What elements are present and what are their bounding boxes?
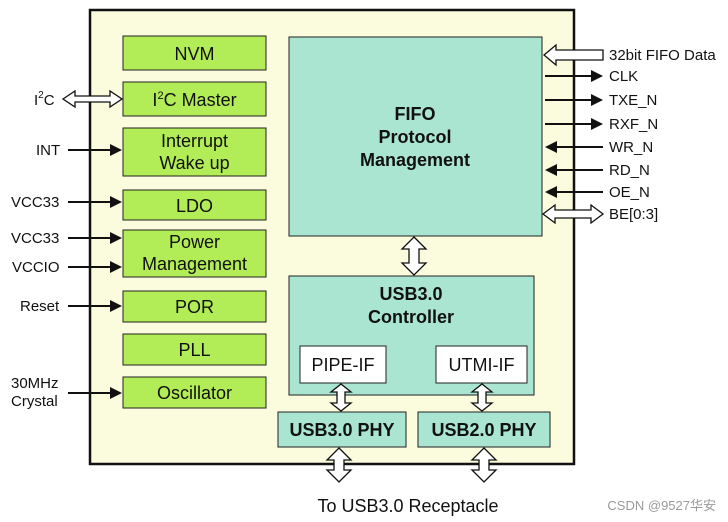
usb2-phy-block [417, 411, 551, 448]
fifo-label-line3: Management [360, 150, 470, 170]
usb3-phy-label: USB3.0 PHY [289, 420, 394, 440]
crystal-pin-label-line2: Crystal [11, 393, 58, 410]
oscillator-block [122, 376, 267, 409]
utmi-phy-arrow [470, 383, 494, 412]
nvm-label: NVM [175, 44, 215, 64]
be-double-arrow [541, 203, 605, 225]
fifo-label-line2: Protocol [378, 127, 451, 147]
i2c-master-label: I2C Master [152, 90, 236, 110]
interrupt-label-line2: Wake up [159, 153, 229, 173]
ldo-label: LDO [176, 196, 213, 216]
por-label: POR [175, 297, 214, 317]
rd-arrow-head [545, 164, 557, 176]
clk-pin-label: CLK [609, 68, 638, 85]
fifo-data-in-arrow [542, 43, 604, 67]
usb3-phy-block [277, 411, 407, 448]
vcc33-pm-arrow-head [110, 232, 122, 244]
vcc33-ldo-arrow-head [110, 196, 122, 208]
pipe-phy-arrow [329, 383, 353, 412]
receptacle-label: To USB3.0 Receptacle [317, 496, 498, 516]
txe-pin-label: TXE_N [609, 92, 657, 109]
crystal-pin-label-line1: 30MHz [11, 375, 59, 392]
vcc33-ldo-pin-label: VCC33 [11, 194, 59, 211]
fifo-controller-arrow [400, 236, 428, 276]
pipe-if-block [299, 345, 387, 384]
vccio-arrow-head [110, 261, 122, 273]
rxf-arrow-head [591, 118, 603, 130]
oe-arrow-head [545, 186, 557, 198]
usb2-phy-receptacle-arrow [470, 447, 498, 483]
interrupt-block [122, 127, 267, 177]
vccio-pin-label: VCCIO [12, 259, 60, 276]
interrupt-label-line1: Interrupt [161, 131, 228, 151]
clk-arrow-head [591, 70, 603, 82]
wr-arrow-head [545, 141, 557, 153]
reset-pin-label: Reset [20, 298, 60, 315]
rxf-pin-label: RXF_N [609, 116, 658, 133]
usb-controller-label-line2: Controller [368, 307, 454, 327]
usb2-phy-label: USB2.0 PHY [431, 420, 536, 440]
crystal-arrow-head [110, 387, 122, 399]
wr-pin-label: WR_N [609, 139, 653, 156]
i2c-master-block [122, 81, 267, 117]
int-pin-label: INT [36, 142, 60, 159]
usb-controller-label-line1: USB3.0 [379, 284, 442, 304]
utmi-if-label: UTMI-IF [449, 355, 515, 375]
i2c-double-arrow [61, 89, 124, 109]
fifo-label-line1: FIFO [395, 104, 436, 124]
oe-pin-label: OE_N [609, 184, 650, 201]
pll-block [122, 333, 267, 366]
pipe-if-label: PIPE-IF [311, 355, 374, 375]
fifo-block [288, 36, 543, 237]
power-management-block [122, 229, 267, 278]
rd-pin-label: RD_N [609, 162, 650, 179]
csdn-watermark: CSDN @9527华安 [607, 498, 716, 513]
por-block [122, 290, 267, 323]
pll-label: PLL [178, 340, 210, 360]
reset-arrow-head [110, 300, 122, 312]
int-arrow-head [110, 144, 122, 156]
nvm-block [122, 35, 267, 71]
utmi-if-block [435, 345, 528, 384]
txe-arrow-head [591, 94, 603, 106]
usb3-phy-receptacle-arrow [325, 447, 353, 483]
i2c-pin-label: I2C [34, 90, 55, 109]
vcc33-pm-pin-label: VCC33 [11, 230, 59, 247]
power-label-line1: Power [169, 232, 220, 252]
power-label-line2: Management [142, 254, 247, 274]
ldo-block [122, 189, 267, 221]
fifo-data-pin-label: 32bit FIFO Data [609, 47, 716, 64]
be-pin-label: BE[0:3] [609, 206, 658, 223]
oscillator-label: Oscillator [157, 383, 232, 403]
